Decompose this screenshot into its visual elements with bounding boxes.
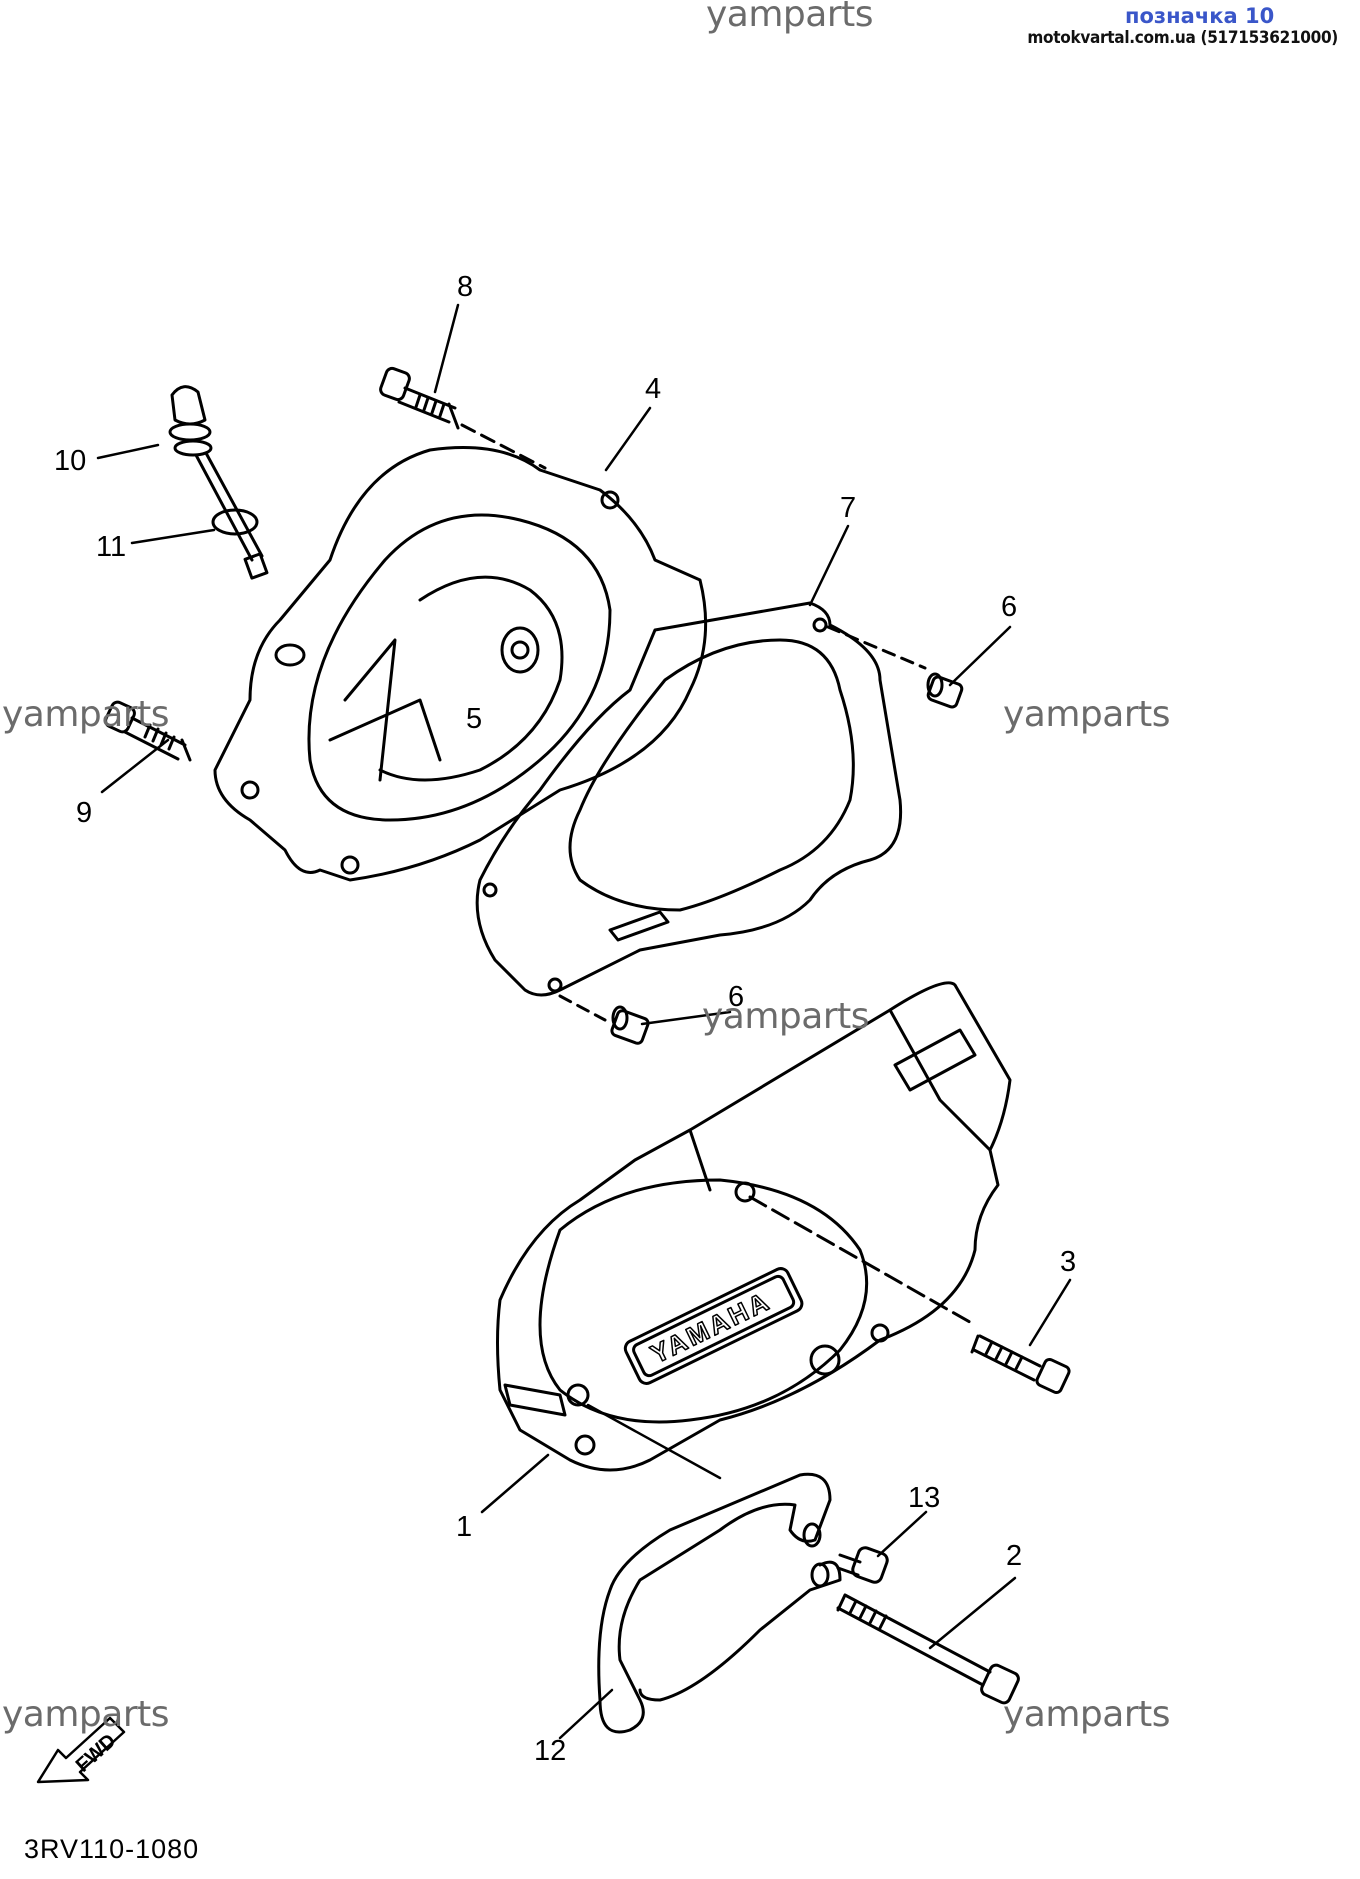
part-9-bolt bbox=[104, 700, 192, 762]
callout-10: 10 bbox=[54, 445, 86, 477]
part-link[interactable]: позначка 10 bbox=[1125, 4, 1275, 28]
part-11-o-ring bbox=[211, 508, 259, 536]
part-13-bolt bbox=[836, 1546, 889, 1584]
part-4-crankcase-cover bbox=[213, 446, 708, 882]
callout-1: 1 bbox=[456, 1511, 472, 1543]
callout-6-upper: 6 bbox=[1001, 591, 1017, 623]
callout-3: 3 bbox=[1060, 1246, 1076, 1278]
callout-2: 2 bbox=[1006, 1540, 1022, 1572]
watermark-left-upper: yamparts bbox=[2, 694, 170, 735]
watermark-right-lower: yamparts bbox=[1003, 1694, 1171, 1735]
part-6-dowel-upper bbox=[926, 672, 964, 709]
watermark-right-upper: yamparts bbox=[1003, 694, 1171, 735]
fwd-label: FWD bbox=[72, 1730, 121, 1777]
callout-7: 7 bbox=[840, 492, 856, 524]
callout-6-lower: 6 bbox=[728, 981, 744, 1013]
watermark-top: yamparts bbox=[706, 0, 874, 35]
watermark-left-lower: yamparts bbox=[2, 1694, 170, 1735]
part-7-gasket bbox=[475, 601, 903, 997]
cover-brand-text: YAMAHA bbox=[646, 1285, 776, 1369]
callout-13: 13 bbox=[908, 1482, 940, 1514]
part-12-guide bbox=[597, 1472, 842, 1734]
site-reference: motokvartal.com.ua (517153621000) bbox=[1027, 28, 1338, 48]
part-6-dowel-lower bbox=[610, 1005, 650, 1045]
callout-12: 12 bbox=[534, 1735, 566, 1767]
callout-5: 5 bbox=[466, 703, 482, 735]
watermark-center: yamparts bbox=[702, 996, 870, 1037]
part-10-oil-gauge bbox=[168, 385, 269, 580]
part-1-outer-cover bbox=[496, 981, 1012, 1472]
part-2-long-bolt bbox=[836, 1593, 1020, 1705]
callout-8: 8 bbox=[457, 271, 473, 303]
fwd-arrow-icon bbox=[36, 1716, 126, 1784]
diagram-code: 3RV110-1080 bbox=[24, 1834, 200, 1864]
callout-9: 9 bbox=[76, 797, 92, 829]
part-8-bolt bbox=[379, 366, 460, 430]
part-3-bolt bbox=[970, 1334, 1071, 1395]
callout-4: 4 bbox=[645, 373, 661, 405]
callout-11: 11 bbox=[96, 531, 126, 563]
